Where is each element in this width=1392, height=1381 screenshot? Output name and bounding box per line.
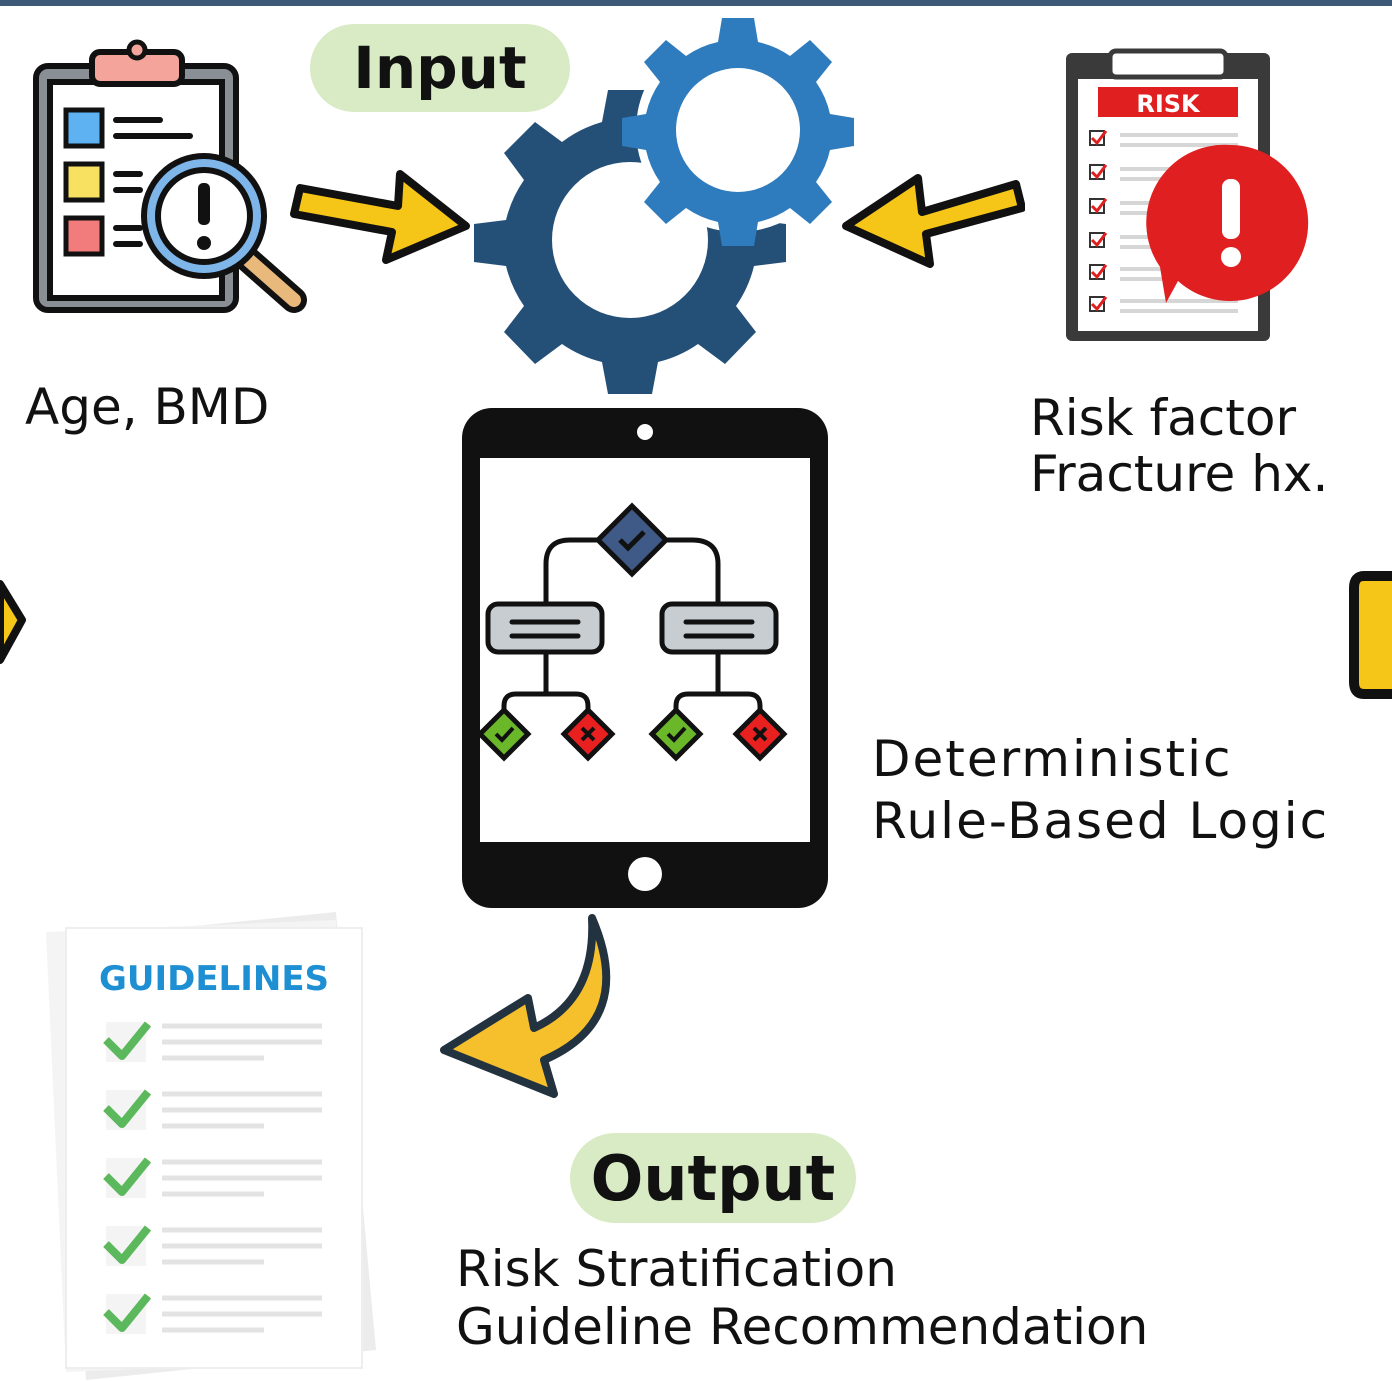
results-line-2: Guideline Recommendation xyxy=(456,1298,1149,1356)
results-label: Risk Stratification Guideline Recommenda… xyxy=(456,1240,1148,1356)
risk-factor-line: Risk factor xyxy=(1030,389,1297,447)
engine-line-2: Rule-Based Logic xyxy=(872,792,1330,850)
arrow-left-icon xyxy=(842,174,1025,268)
input-badge: Input xyxy=(310,24,570,112)
results-line-1: Risk Stratification xyxy=(456,1240,897,1298)
tablet-decision-tree-icon xyxy=(462,408,828,908)
partial-arrow-left-edge xyxy=(0,580,26,664)
partial-arrow-right-edge xyxy=(1349,571,1392,699)
risk-factors-label: Risk factor Fracture hx. xyxy=(1030,390,1328,502)
output-badge: Output xyxy=(570,1133,856,1223)
guidelines-document-icon: GUIDELINES xyxy=(46,912,376,1380)
engine-line-1: Deterministic xyxy=(872,730,1233,788)
risk-header: RISK xyxy=(1136,90,1201,118)
arrow-right-icon xyxy=(290,170,470,264)
top-bar xyxy=(0,0,1392,6)
patient-data-label: Age, BMD xyxy=(25,378,270,436)
clipboard-search-icon xyxy=(33,39,307,313)
gear-icon xyxy=(474,18,854,394)
engine-label: Deterministic Rule-Based Logic xyxy=(872,728,1329,852)
risk-clipboard-icon: RISK xyxy=(1066,48,1309,341)
guidelines-header: GUIDELINES xyxy=(99,959,329,999)
fracture-history-line: Fracture hx. xyxy=(1030,445,1329,503)
curved-arrow-icon xyxy=(440,914,611,1098)
